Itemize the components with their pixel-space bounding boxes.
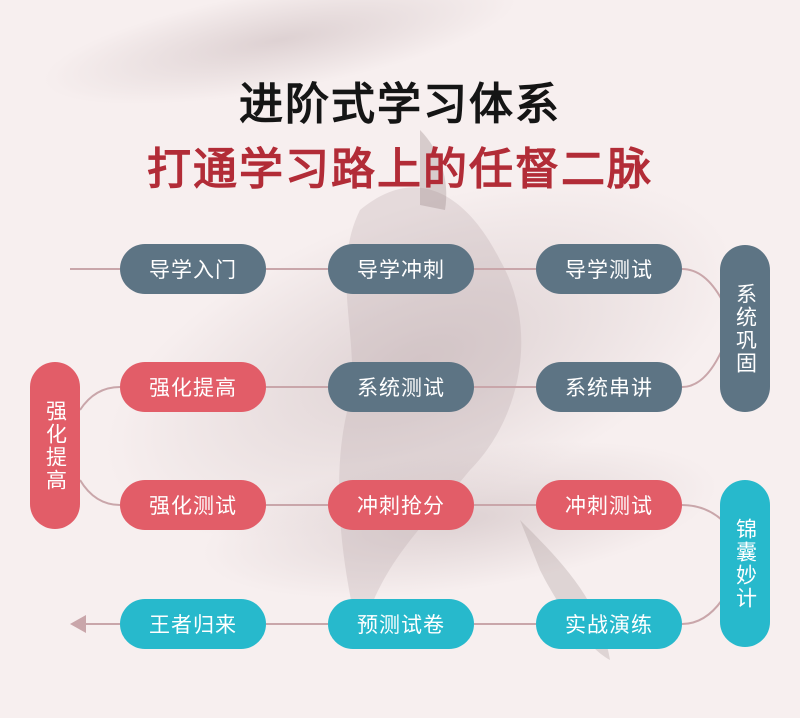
step-node: 王者归来 <box>120 599 266 649</box>
step-node: 系统串讲 <box>536 362 682 412</box>
step-node: 冲刺测试 <box>536 480 682 530</box>
step-node: 导学冲刺 <box>328 244 474 294</box>
step-node: 导学入门 <box>120 244 266 294</box>
main-title: 进阶式学习体系 <box>239 79 561 130</box>
step-node: 系统测试 <box>328 362 474 412</box>
stage-label-left-mid: 强化提高 <box>30 362 80 529</box>
step-node: 导学测试 <box>536 244 682 294</box>
step-node: 预测试卷 <box>328 599 474 649</box>
step-node: 冲刺抢分 <box>328 480 474 530</box>
step-node: 实战演练 <box>536 599 682 649</box>
step-node: 强化提高 <box>120 362 266 412</box>
stage-label-right-top: 系统巩固 <box>720 245 770 412</box>
subtitle: 打通学习路上的任督二脉 <box>147 144 653 195</box>
stage-label-right-bottom: 锦囊妙计 <box>720 480 770 647</box>
step-node: 强化测试 <box>120 480 266 530</box>
